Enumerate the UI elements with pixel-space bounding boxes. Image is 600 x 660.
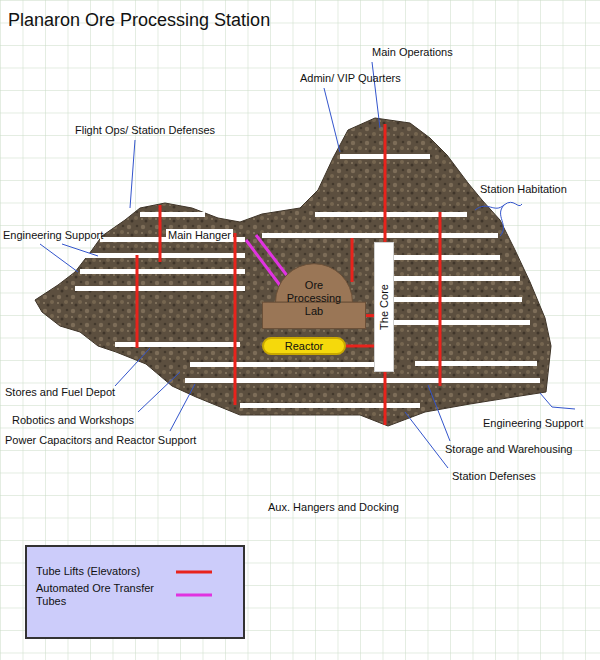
area-label: Station Habitation xyxy=(480,183,567,196)
area-label: Admin/ VIP Quarters xyxy=(300,72,401,85)
tube-lifts xyxy=(234,233,237,405)
legend-line-sample xyxy=(176,594,212,597)
legend-panel xyxy=(26,546,244,638)
tube-lifts xyxy=(136,255,139,348)
deck-levels xyxy=(390,255,500,260)
deck-levels xyxy=(315,212,467,217)
tube-lifts xyxy=(159,205,162,262)
deck-levels xyxy=(80,253,245,258)
deck-levels xyxy=(75,286,245,291)
deck-levels xyxy=(75,154,540,408)
deck-levels xyxy=(415,361,537,366)
tube-lift-link xyxy=(346,345,374,348)
lab-dome: Ore Processing Lab xyxy=(262,262,366,329)
node-label: Reactor xyxy=(262,339,346,353)
leader-lines xyxy=(115,348,150,386)
area-label: Station Defenses xyxy=(452,470,536,483)
legend-entry: Automated Ore Transfer Tubes xyxy=(36,582,164,608)
map-title: Planaron Ore Processing Station xyxy=(8,9,270,31)
area-label: Aux. Hangers and Docking xyxy=(268,501,399,514)
tube-lifts xyxy=(439,212,442,386)
node-label: The Core xyxy=(378,284,391,330)
area-label: Engineering Support xyxy=(483,417,583,430)
deck-levels xyxy=(262,233,498,238)
area-label: Stores and Fuel Depot xyxy=(5,386,115,399)
area-label: Power Capacitors and Reactor Support xyxy=(5,434,196,447)
deck-levels xyxy=(190,362,374,367)
leader-lines xyxy=(540,393,575,409)
legend-entry: Tube Lifts (Elevators) xyxy=(36,565,170,578)
area-label: Storage and Warehousing xyxy=(445,443,572,456)
deck-levels xyxy=(80,269,245,274)
leader-lines xyxy=(475,202,522,236)
area-label: Main Hanger xyxy=(166,229,233,242)
tube-lifts xyxy=(351,238,354,282)
area-label: Flight Ops/ Station Defenses xyxy=(75,124,215,137)
area-label: Engineering Support xyxy=(3,229,103,242)
core-shaft: The Core xyxy=(374,242,394,372)
tube-lift-link xyxy=(366,314,374,317)
deck-levels xyxy=(390,276,520,281)
leader-lines xyxy=(372,62,380,128)
deck-levels xyxy=(390,297,522,302)
deck-levels xyxy=(140,212,205,217)
leader-lines xyxy=(130,140,135,208)
legend-text: Tube Lifts (Elevators) xyxy=(36,565,170,578)
leader-lines xyxy=(428,385,450,441)
asteroid-outline xyxy=(35,118,551,426)
tube-lifts xyxy=(137,124,440,425)
leader-lines xyxy=(40,62,575,468)
leader-lines xyxy=(138,372,180,412)
core-shape xyxy=(375,243,394,372)
leader-lines xyxy=(40,244,78,272)
leader-lines xyxy=(324,88,340,152)
deck-levels xyxy=(390,320,530,325)
deck-levels xyxy=(240,403,420,408)
legend-text: Automated Ore Transfer Tubes xyxy=(36,582,164,608)
leader-lines xyxy=(62,244,98,256)
leader-lines xyxy=(405,412,448,468)
area-label: Robotics and Workshops xyxy=(12,414,134,427)
deck-levels xyxy=(185,378,540,383)
node-label: Ore Processing Lab xyxy=(282,279,346,318)
asteroid-outline xyxy=(35,118,551,426)
leader-lines xyxy=(170,384,195,431)
legend-line-sample xyxy=(176,571,212,574)
area-label: Main Operations xyxy=(372,46,453,59)
legend-panel xyxy=(26,546,244,638)
reactor-shape xyxy=(263,338,345,354)
deck-levels xyxy=(115,342,240,347)
reactor-capsule: Reactor xyxy=(262,337,346,355)
